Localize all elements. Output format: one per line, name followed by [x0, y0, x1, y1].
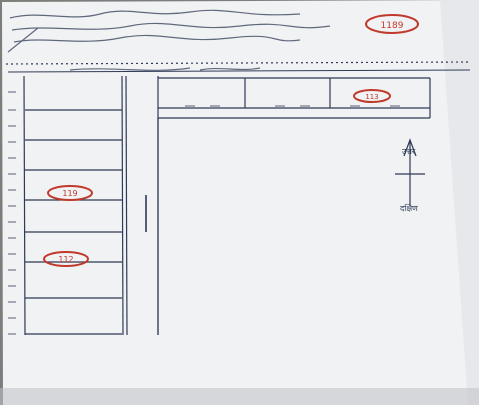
plot-113-circle: [353, 89, 391, 103]
top-number-text: 1189: [381, 21, 404, 31]
top-border-line: [7, 69, 471, 73]
plot-112-text: 112: [58, 255, 73, 264]
plot-113-text: 113: [365, 93, 378, 101]
left-margin-marks: [8, 91, 16, 335]
top-dotted-line: [5, 61, 471, 65]
header-handwriting: [7, 9, 331, 71]
plot-112-circle: [43, 251, 89, 267]
right-north-arrow: [395, 138, 425, 206]
right-note-bottom: दक्षिण: [400, 203, 418, 213]
right-note-heading: उत्तर: [402, 147, 416, 156]
top-number-circle: [365, 14, 419, 34]
top-plot-grid: [157, 77, 431, 335]
top-segment-marks: [185, 105, 400, 119]
bottom-shadow: [0, 388, 479, 405]
plot-119-circle: [47, 185, 93, 201]
plot-119-text: 119: [62, 189, 77, 198]
paper-shadow: [440, 0, 479, 405]
